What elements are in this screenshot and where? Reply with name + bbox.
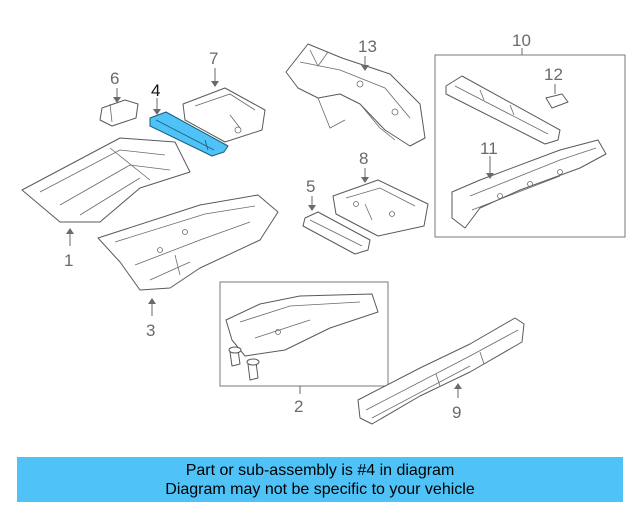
part-9-side-sill[interactable] [357,317,525,425]
banner-line-1: Part or sub-assembly is #4 in diagram [185,461,455,479]
part-2-bolts[interactable] [228,346,260,381]
banner-line-2: Diagram may not be specific to your vehi… [165,480,475,498]
part-12-bracket[interactable] [545,93,569,109]
info-banner: Part or sub-assembly is #4 in diagram Di… [17,457,623,502]
callout-8: 8 [359,149,368,168]
group-box-10 [434,54,626,238]
callout-5: 5 [306,177,315,196]
part-13-rear-frame[interactable] [285,43,426,147]
parts-diagram: 1 6 4 7 3 [21,31,626,425]
part-3-center-floor[interactable] [97,194,279,291]
part-1-floor-pan[interactable] [21,137,191,223]
callout-10: 10 [512,31,531,50]
part-6-bracket[interactable] [99,99,139,127]
part-7-floor-panel[interactable] [182,87,266,143]
callout-1: 1 [64,251,73,270]
callout-11: 11 [480,139,498,158]
callout-4: 4 [151,81,160,100]
part-11-side-member[interactable] [451,139,607,229]
callout-7: 7 [209,49,218,68]
callout-9: 9 [452,403,461,422]
part-8-rear-floor-panel[interactable] [332,179,429,237]
callout-13: 13 [358,37,377,56]
callout-2: 2 [294,397,303,416]
group-box-2 [219,281,389,387]
part-2-floor-extension[interactable] [225,293,379,357]
callout-6: 6 [110,69,119,88]
part-4-crossmember-highlighted[interactable] [149,111,229,157]
part-10-rail[interactable] [445,75,561,145]
part-5-bar[interactable] [302,211,371,255]
callout-3: 3 [146,321,155,340]
callout-12: 12 [544,65,563,84]
